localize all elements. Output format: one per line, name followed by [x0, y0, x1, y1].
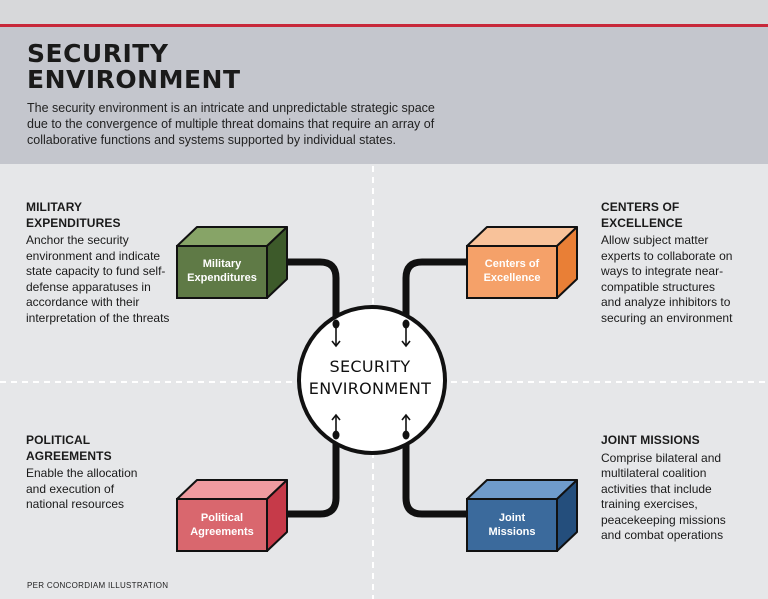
title-line-2: ENVIRONMENT — [27, 65, 241, 94]
box-centers-of-excellence — [466, 226, 578, 299]
box-label-line-2: Missions — [488, 526, 536, 538]
center-label-line-1: SECURITY — [329, 357, 411, 376]
box-label-line-2: Agreements — [190, 526, 254, 538]
box-military-expenditures — [176, 226, 288, 299]
box-joint-missions — [466, 479, 578, 552]
quadrant-centers-of-excellence: CENTERS OF EXCELLENCE Allow subject matt… — [601, 200, 735, 326]
quadrant-body: Allow subject matter experts to collabor… — [601, 233, 733, 325]
quadrant-body: Comprise bilateral and multilateral coal… — [601, 450, 726, 543]
quadrant-military-expenditures: MILITARY EXPENDITURES Anchor the securit… — [26, 200, 172, 326]
connector-lines — [268, 258, 475, 518]
header-description: The security environment is an intricate… — [27, 101, 435, 147]
connector-dots — [332, 319, 410, 440]
center-label-line-2: ENVIRONMENT — [308, 379, 432, 398]
box-label-line-1: Military — [202, 258, 242, 270]
quadrant-political-agreements: POLITICAL AGREEMENTS Enable the allocati… — [26, 433, 154, 513]
top-stripe — [0, 0, 768, 27]
box-label-political-agreements: Political Agreements — [177, 511, 267, 539]
box-label-military-expenditures: Military Expenditures — [177, 257, 267, 285]
page-title: SECURITY ENVIRONMENT — [27, 41, 241, 93]
box-label-line-1: Political — [200, 512, 244, 524]
quadrant-body: Anchor the security environment and indi… — [26, 233, 170, 325]
quadrant-heading: CENTERS OF EXCELLENCE — [601, 200, 683, 230]
quadrant-joint-missions: JOINT MISSIONS Comprise bilateral and mu… — [601, 433, 741, 544]
box-label-line-1: Joint — [498, 512, 526, 524]
quadrant-heading: MILITARY EXPENDITURES — [26, 200, 121, 230]
quadrant-heading: POLITICAL AGREEMENTS — [26, 433, 112, 463]
illustration-credit: PER CONCORDIAM ILLUSTRATION — [27, 581, 169, 590]
center-label: SECURITY ENVIRONMENT — [300, 356, 440, 400]
header-panel: SECURITY ENVIRONMENT The security enviro… — [0, 27, 768, 164]
box-label-joint-missions: Joint Missions — [467, 511, 557, 539]
title-line-1: SECURITY — [27, 39, 169, 68]
box-label-line-2: Expenditures — [187, 272, 257, 284]
quadrant-heading: JOINT MISSIONS — [601, 433, 700, 447]
box-label-line-1: Centers of — [484, 258, 540, 270]
quadrant-body: Enable the allocation and execution of n… — [26, 466, 138, 511]
box-political-agreements — [176, 479, 288, 552]
arrow-icons — [331, 328, 411, 432]
box-label-centers-of-excellence: Centers of Excellence — [467, 257, 557, 285]
box-label-line-2: Excellence — [483, 272, 541, 284]
